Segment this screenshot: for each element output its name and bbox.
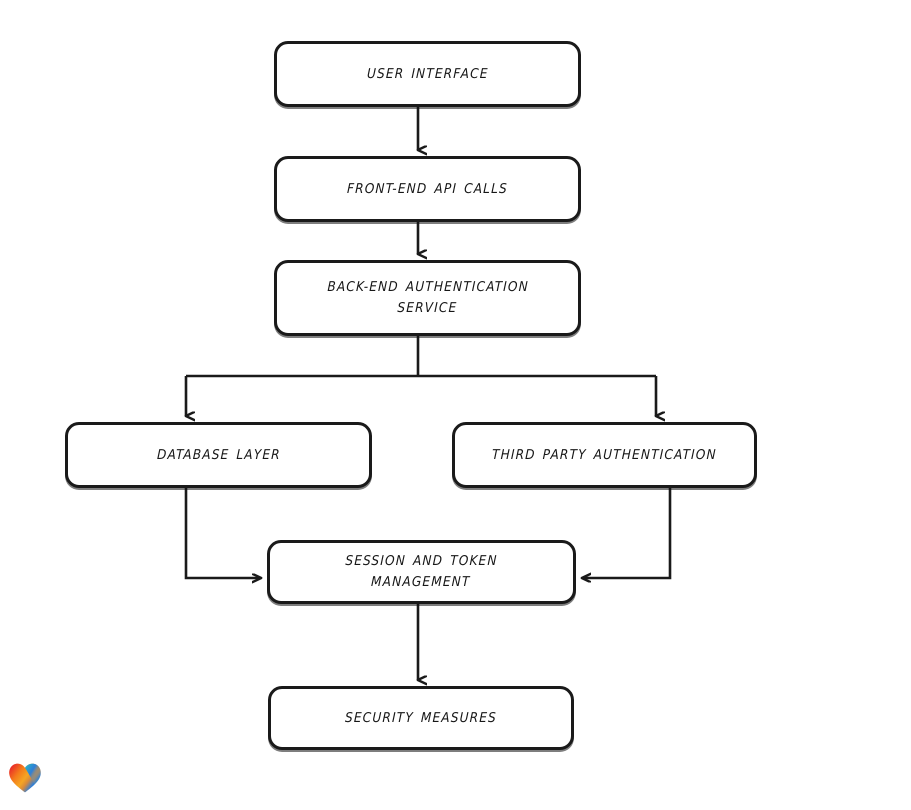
- node-security-measures[interactable]: Security Measures: [268, 686, 574, 750]
- gradient-heart-icon: [9, 763, 41, 793]
- node-frontend-api-calls[interactable]: Front-End API Calls: [274, 156, 581, 222]
- node-third-party-authentication[interactable]: Third Party Authentication: [452, 422, 757, 488]
- node-label-frontend-api-calls: Front-End API Calls: [346, 180, 509, 197]
- node-label-session-and-token-management: Session and Token Management: [345, 553, 499, 590]
- node-user-interface[interactable]: User Interface: [274, 41, 581, 107]
- node-label-database-layer: Database Layer: [156, 446, 281, 463]
- node-label-security-measures: Security Measures: [344, 709, 498, 726]
- node-backend-authentication-service[interactable]: Back-End Authentication Service: [274, 260, 581, 336]
- node-label-user-interface: User Interface: [366, 65, 489, 82]
- node-label-third-party-authentication: Third Party Authentication: [491, 446, 718, 463]
- node-label-backend-authentication-service: Back-End Authentication Service: [326, 279, 529, 316]
- node-session-and-token-management[interactable]: Session and Token Management: [267, 540, 576, 604]
- edge-database-to-session: [184, 488, 261, 578]
- edge-thirdparty-to-session: [582, 488, 672, 578]
- node-database-layer[interactable]: Database Layer: [65, 422, 372, 488]
